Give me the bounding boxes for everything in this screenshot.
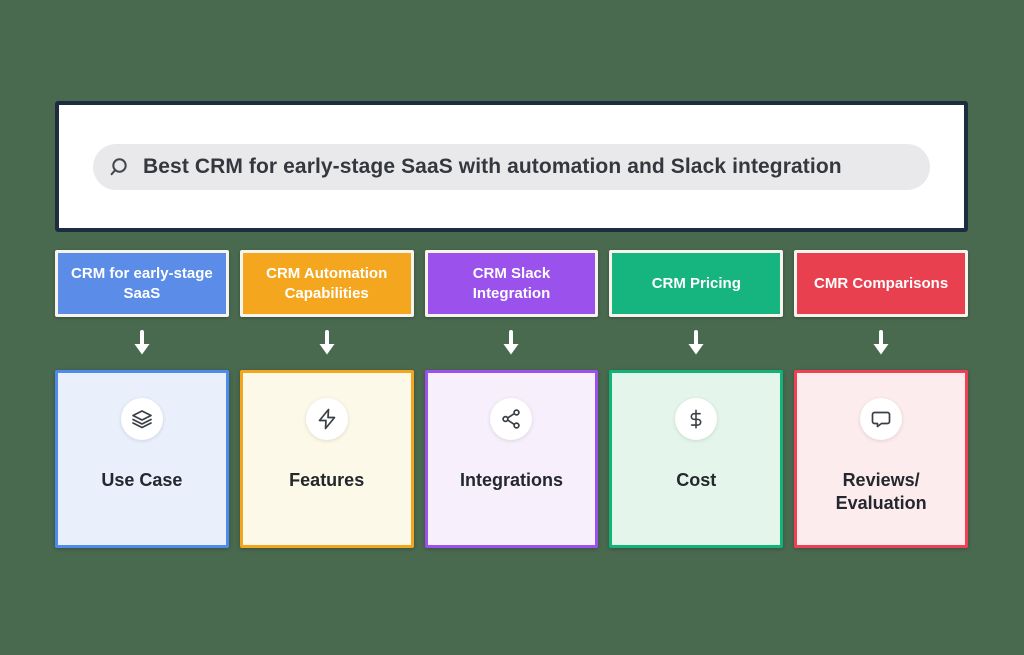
layers-icon bbox=[132, 410, 152, 429]
column-features: CRM Automation Capabilities Features bbox=[239, 250, 414, 548]
card-label: Cost bbox=[676, 470, 717, 490]
category-card-features: Features bbox=[239, 370, 414, 548]
arrow-zone bbox=[130, 317, 154, 370]
icon-circle bbox=[305, 398, 348, 440]
down-arrow-icon bbox=[319, 329, 335, 354]
column-integrations: CRM Slack Integration Inte bbox=[424, 250, 599, 548]
query-tag-reviews: CMR Comparisons bbox=[794, 250, 968, 317]
icon-circle bbox=[490, 398, 533, 440]
column-cost: CRM Pricing Cost bbox=[609, 250, 784, 548]
query-tag-features: CRM Automation Capabilities bbox=[239, 250, 414, 317]
arrow-zone bbox=[684, 317, 708, 370]
query-tag-cost: CRM Pricing bbox=[609, 250, 784, 317]
arrow-zone bbox=[499, 317, 523, 370]
query-tag-use-case: CRM for early-stage SaaS bbox=[55, 250, 229, 317]
search-panel: Best CRM for early-stage SaaS with autom… bbox=[55, 101, 968, 232]
down-arrow-icon bbox=[688, 329, 704, 354]
icon-circle bbox=[860, 398, 903, 440]
search-icon bbox=[110, 157, 127, 175]
dollar-icon bbox=[690, 409, 702, 429]
card-label: Reviews/ Evaluation bbox=[835, 470, 927, 513]
down-arrow-icon bbox=[503, 329, 519, 354]
share-icon bbox=[502, 409, 521, 429]
query-tag-integrations: CRM Slack Integration bbox=[424, 250, 599, 317]
chat-icon bbox=[871, 411, 891, 428]
category-card-use-case: Use Case bbox=[55, 370, 229, 548]
column-reviews: CMR Comparisons Reviews/ Evaluation bbox=[794, 250, 968, 548]
search-input[interactable]: Best CRM for early-stage SaaS with autom… bbox=[93, 143, 930, 190]
arrow-zone bbox=[315, 317, 339, 370]
lightning-icon bbox=[318, 408, 336, 430]
card-label: Integrations bbox=[459, 470, 563, 490]
arrow-zone bbox=[869, 317, 893, 370]
down-arrow-icon bbox=[134, 329, 150, 354]
category-card-cost: Cost bbox=[609, 370, 784, 548]
icon-circle bbox=[675, 398, 718, 440]
card-label: Features bbox=[289, 470, 365, 490]
down-arrow-icon bbox=[873, 329, 889, 354]
card-label: Use Case bbox=[101, 470, 183, 490]
column-use-case: CRM for early-stage SaaS Use Case bbox=[55, 250, 229, 548]
search-query-text: Best CRM for early-stage SaaS with autom… bbox=[143, 154, 842, 178]
category-card-reviews: Reviews/ Evaluation bbox=[794, 370, 968, 548]
breakdown-grid: CRM for early-stage SaaS Use Case bbox=[55, 250, 968, 548]
icon-circle bbox=[120, 398, 163, 440]
category-card-integrations: Integrations bbox=[424, 370, 599, 548]
